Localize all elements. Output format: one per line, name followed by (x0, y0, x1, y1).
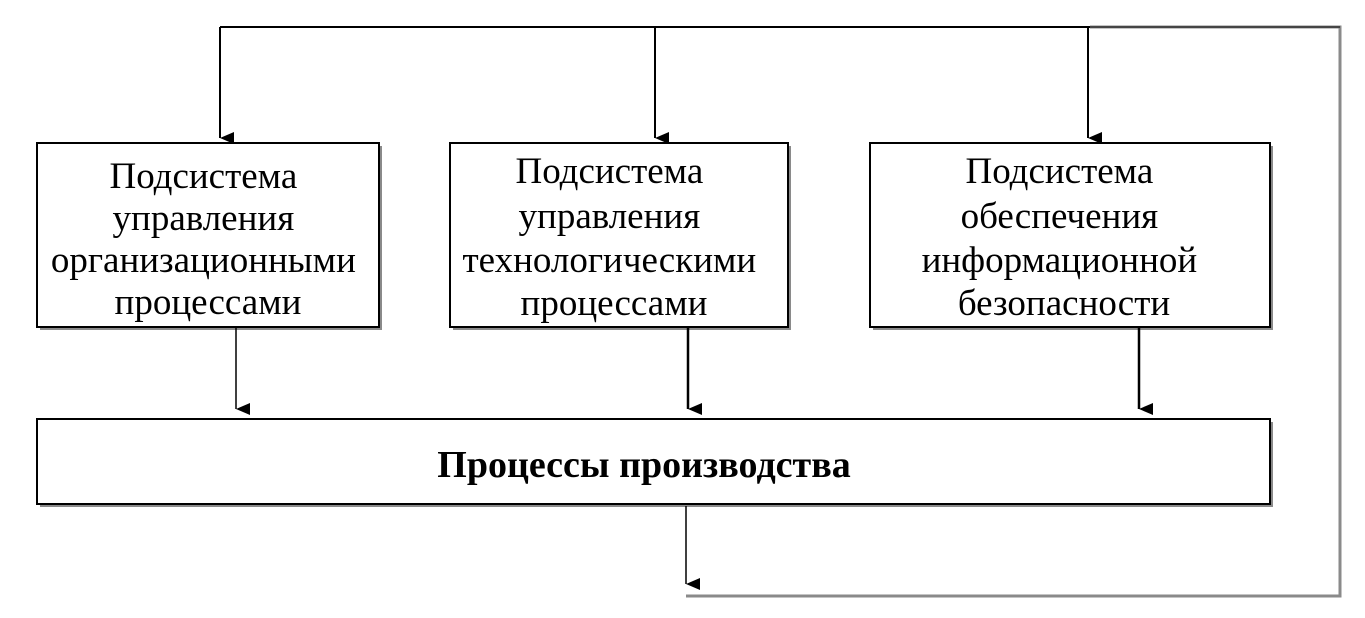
production-box: Процессы производства (36, 418, 1273, 507)
subsystem-box-security: Подсистема обеспечения информационной бе… (869, 142, 1273, 330)
output-arrows (235, 328, 1153, 415)
input-arrows (219, 27, 1102, 144)
box-2-line-2: управления (519, 196, 701, 237)
svg-text:Подсистема управления: Подсистема управления технологическими п… (463, 151, 766, 324)
box-1-line-3: организационными (51, 240, 356, 281)
box-2-line-4: процессами (521, 283, 708, 324)
box-1-line-4: процессами (115, 282, 302, 323)
box-3-line-2: обеспечения (961, 196, 1159, 237)
subsystem-box-tech: Подсистема управления технологическими п… (449, 142, 791, 330)
box-1-line-1: Подсистема (109, 156, 297, 197)
box-2-line-3: технологическими (463, 240, 757, 281)
subsystem-box-org: Подсистема управления организационными п… (36, 142, 382, 330)
svg-text:Подсистема обеспечения: Подсистема обеспечения информационной бе… (922, 151, 1207, 324)
production-label: Процессы производства (437, 444, 850, 486)
box-2-line-1: Подсистема (515, 151, 703, 192)
svg-text:Подсистема управления: Подсистема управления организационными п… (51, 156, 365, 323)
box-1-line-2: управления (113, 198, 295, 239)
box-3-line-1: Подсистема (965, 151, 1153, 192)
box-3-line-3: информационной (922, 240, 1198, 281)
box-3-line-4: безопасности (958, 283, 1170, 324)
